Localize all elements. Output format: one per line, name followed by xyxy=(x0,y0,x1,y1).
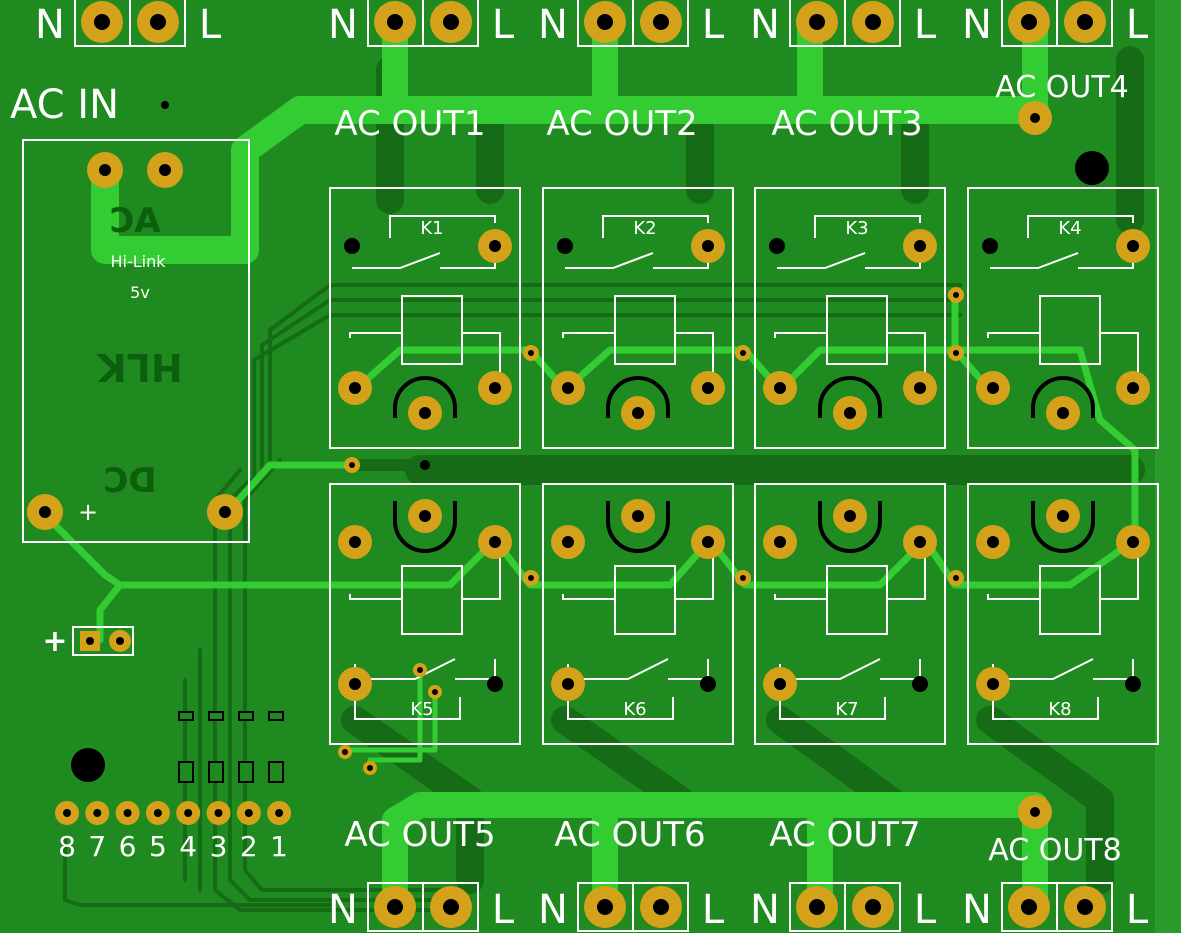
board-edge xyxy=(1155,0,1181,933)
relay-mount-hole xyxy=(1125,676,1141,692)
header-pin-label: 5 xyxy=(149,830,167,863)
power-module-brand: Hi-Link xyxy=(110,252,166,271)
dc-input-plus: + xyxy=(42,624,67,659)
label-ac-out2: AC OUT2 xyxy=(546,104,697,144)
mounting-hole xyxy=(1075,151,1109,185)
power-module-backside: AC HLK DC xyxy=(96,201,183,501)
power-module-plus: + xyxy=(78,498,98,526)
relay-k3: K3 xyxy=(754,187,946,449)
relay-reference: K5 xyxy=(410,699,433,720)
dc-input-connector: + xyxy=(42,624,134,659)
terminal-l-label: L xyxy=(1126,2,1149,48)
label-ac-in: AC IN xyxy=(10,82,119,128)
header-pin-label: 3 xyxy=(210,830,228,863)
label-ac-out1: AC OUT1 xyxy=(334,104,485,144)
relay-reference: K2 xyxy=(633,218,656,239)
relays-bottom-row: K5 K6 K7 K8 xyxy=(329,483,1159,745)
terminal-l-label: L xyxy=(1126,887,1149,933)
terminal-n-label: N xyxy=(962,2,992,48)
terminal-n-label: N xyxy=(35,2,65,48)
label-ac-out5: AC OUT5 xyxy=(344,815,495,855)
relay-reference: K3 xyxy=(845,218,868,239)
terminal-n-label: N xyxy=(538,887,568,933)
terminal-l-label: L xyxy=(199,2,222,48)
relay-reference: K7 xyxy=(835,699,858,720)
terminal-n-label: N xyxy=(538,2,568,48)
relay-mount-hole xyxy=(344,238,360,254)
relay-k8: K8 xyxy=(967,483,1159,745)
label-ac-out3: AC OUT3 xyxy=(771,104,922,144)
terminal-n-label: N xyxy=(328,2,358,48)
relay-k6: K6 xyxy=(542,483,734,745)
label-ac-out6: AC OUT6 xyxy=(554,815,705,855)
power-module-back-ac: AC xyxy=(109,201,160,241)
terminal-n-label: N xyxy=(750,887,780,933)
relay-mount-hole xyxy=(982,238,998,254)
relay-reference: K4 xyxy=(1058,218,1081,239)
header-pin-label: 2 xyxy=(240,830,258,863)
power-module: Hi-Link 5v + xyxy=(22,139,250,543)
header-pin-label: 8 xyxy=(58,830,76,863)
power-module-back-dc: DC xyxy=(103,461,156,501)
terminal-l-label: L xyxy=(492,887,515,933)
relay-reference: K6 xyxy=(623,699,646,720)
power-module-voltage: 5v xyxy=(130,283,150,302)
terminal-l-label: L xyxy=(914,887,937,933)
relay-k5: K5 xyxy=(329,483,521,745)
label-ac-out8: AC OUT8 xyxy=(988,833,1121,868)
header-pin-label: 7 xyxy=(88,830,106,863)
terminal-l-label: L xyxy=(702,887,725,933)
power-module-back-hlk: HLK xyxy=(96,345,183,389)
label-ac-out7: AC OUT7 xyxy=(769,815,920,855)
relay-k2: K2 xyxy=(542,187,734,449)
terminal-l-label: L xyxy=(492,2,515,48)
relays-top-row: K1 K2 K3 K4 xyxy=(329,187,1159,449)
relay-mount-hole xyxy=(912,676,928,692)
relay-k4: K4 xyxy=(967,187,1159,449)
terminal-l-label: L xyxy=(702,2,725,48)
relay-mount-hole xyxy=(700,676,716,692)
via xyxy=(161,101,169,109)
header-pin-label: 1 xyxy=(270,830,288,863)
terminal-n-label: N xyxy=(750,2,780,48)
relay-k1: K1 xyxy=(329,187,521,449)
relay-mount-hole xyxy=(769,238,785,254)
relay-mount-hole xyxy=(487,676,503,692)
label-ac-out4: AC OUT4 xyxy=(995,70,1128,105)
vias xyxy=(338,287,964,775)
terminal-l-label: L xyxy=(914,2,937,48)
resistor-array xyxy=(178,711,284,783)
mounting-hole xyxy=(71,748,105,782)
relay-reference: K8 xyxy=(1048,699,1071,720)
terminal-n-label: N xyxy=(962,887,992,933)
terminal-n-label: N xyxy=(328,887,358,933)
header-pin-label: 4 xyxy=(179,830,197,863)
relay-k7: K7 xyxy=(754,483,946,745)
output-labels: AC OUT1 AC OUT2 AC OUT3 AC OUT4 AC OUT5 … xyxy=(334,70,1128,868)
relay-mount-hole xyxy=(557,238,573,254)
header-pin-label: 6 xyxy=(119,830,137,863)
relay-reference: K1 xyxy=(420,218,443,239)
